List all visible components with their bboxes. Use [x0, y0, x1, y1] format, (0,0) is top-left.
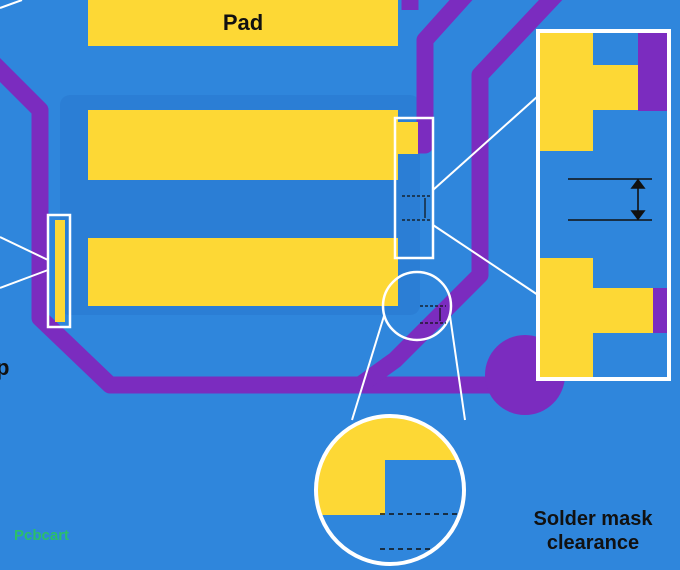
highlight-right-strip [393, 116, 435, 260]
solder-mask-clearance-label: Solder mask clearance [518, 507, 668, 555]
traces [0, 0, 563, 394]
zoom-inset-circle [316, 416, 464, 564]
pad-label: Pad [222, 10, 264, 35]
pad-middle-tab [398, 122, 418, 154]
zoom-inset-rect-border [536, 29, 671, 381]
pad-left-strip [55, 220, 65, 322]
zoom-inset-circle-border [314, 414, 466, 566]
watermark: Pcbcart [14, 527, 70, 544]
solder-mask-label-line2: clearance [546, 532, 640, 554]
trace-right [355, 0, 563, 392]
pad-bottom [88, 238, 398, 306]
zoom-inset-rect [538, 31, 669, 379]
edge-label-fragment: p [0, 355, 10, 380]
solder-mask-label-line1: Solder mask [533, 508, 653, 530]
trace-upper-right [415, 0, 473, 154]
small-arrows [402, 195, 446, 324]
pad-middle [88, 110, 398, 180]
pad-top [88, 0, 398, 46]
highlight-circle [381, 270, 453, 342]
trace-left [0, 57, 520, 394]
connector-lines [0, 0, 539, 421]
